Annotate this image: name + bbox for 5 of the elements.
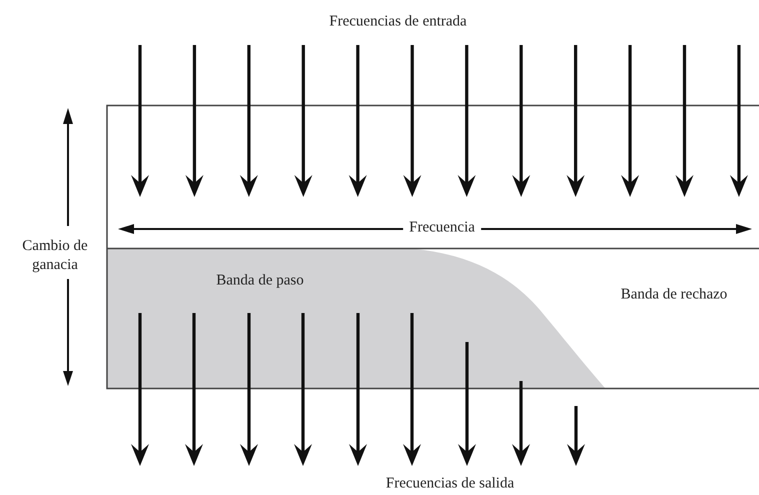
region-label: Banda de rechazo: [620, 286, 728, 304]
caption-text: Frecuencias de entrada: [329, 12, 467, 32]
axis-label: Cambio de ganacia: [21, 237, 89, 275]
region-label: Banda de paso: [216, 272, 304, 290]
caption-text: Frecuencias de salida: [386, 474, 514, 494]
